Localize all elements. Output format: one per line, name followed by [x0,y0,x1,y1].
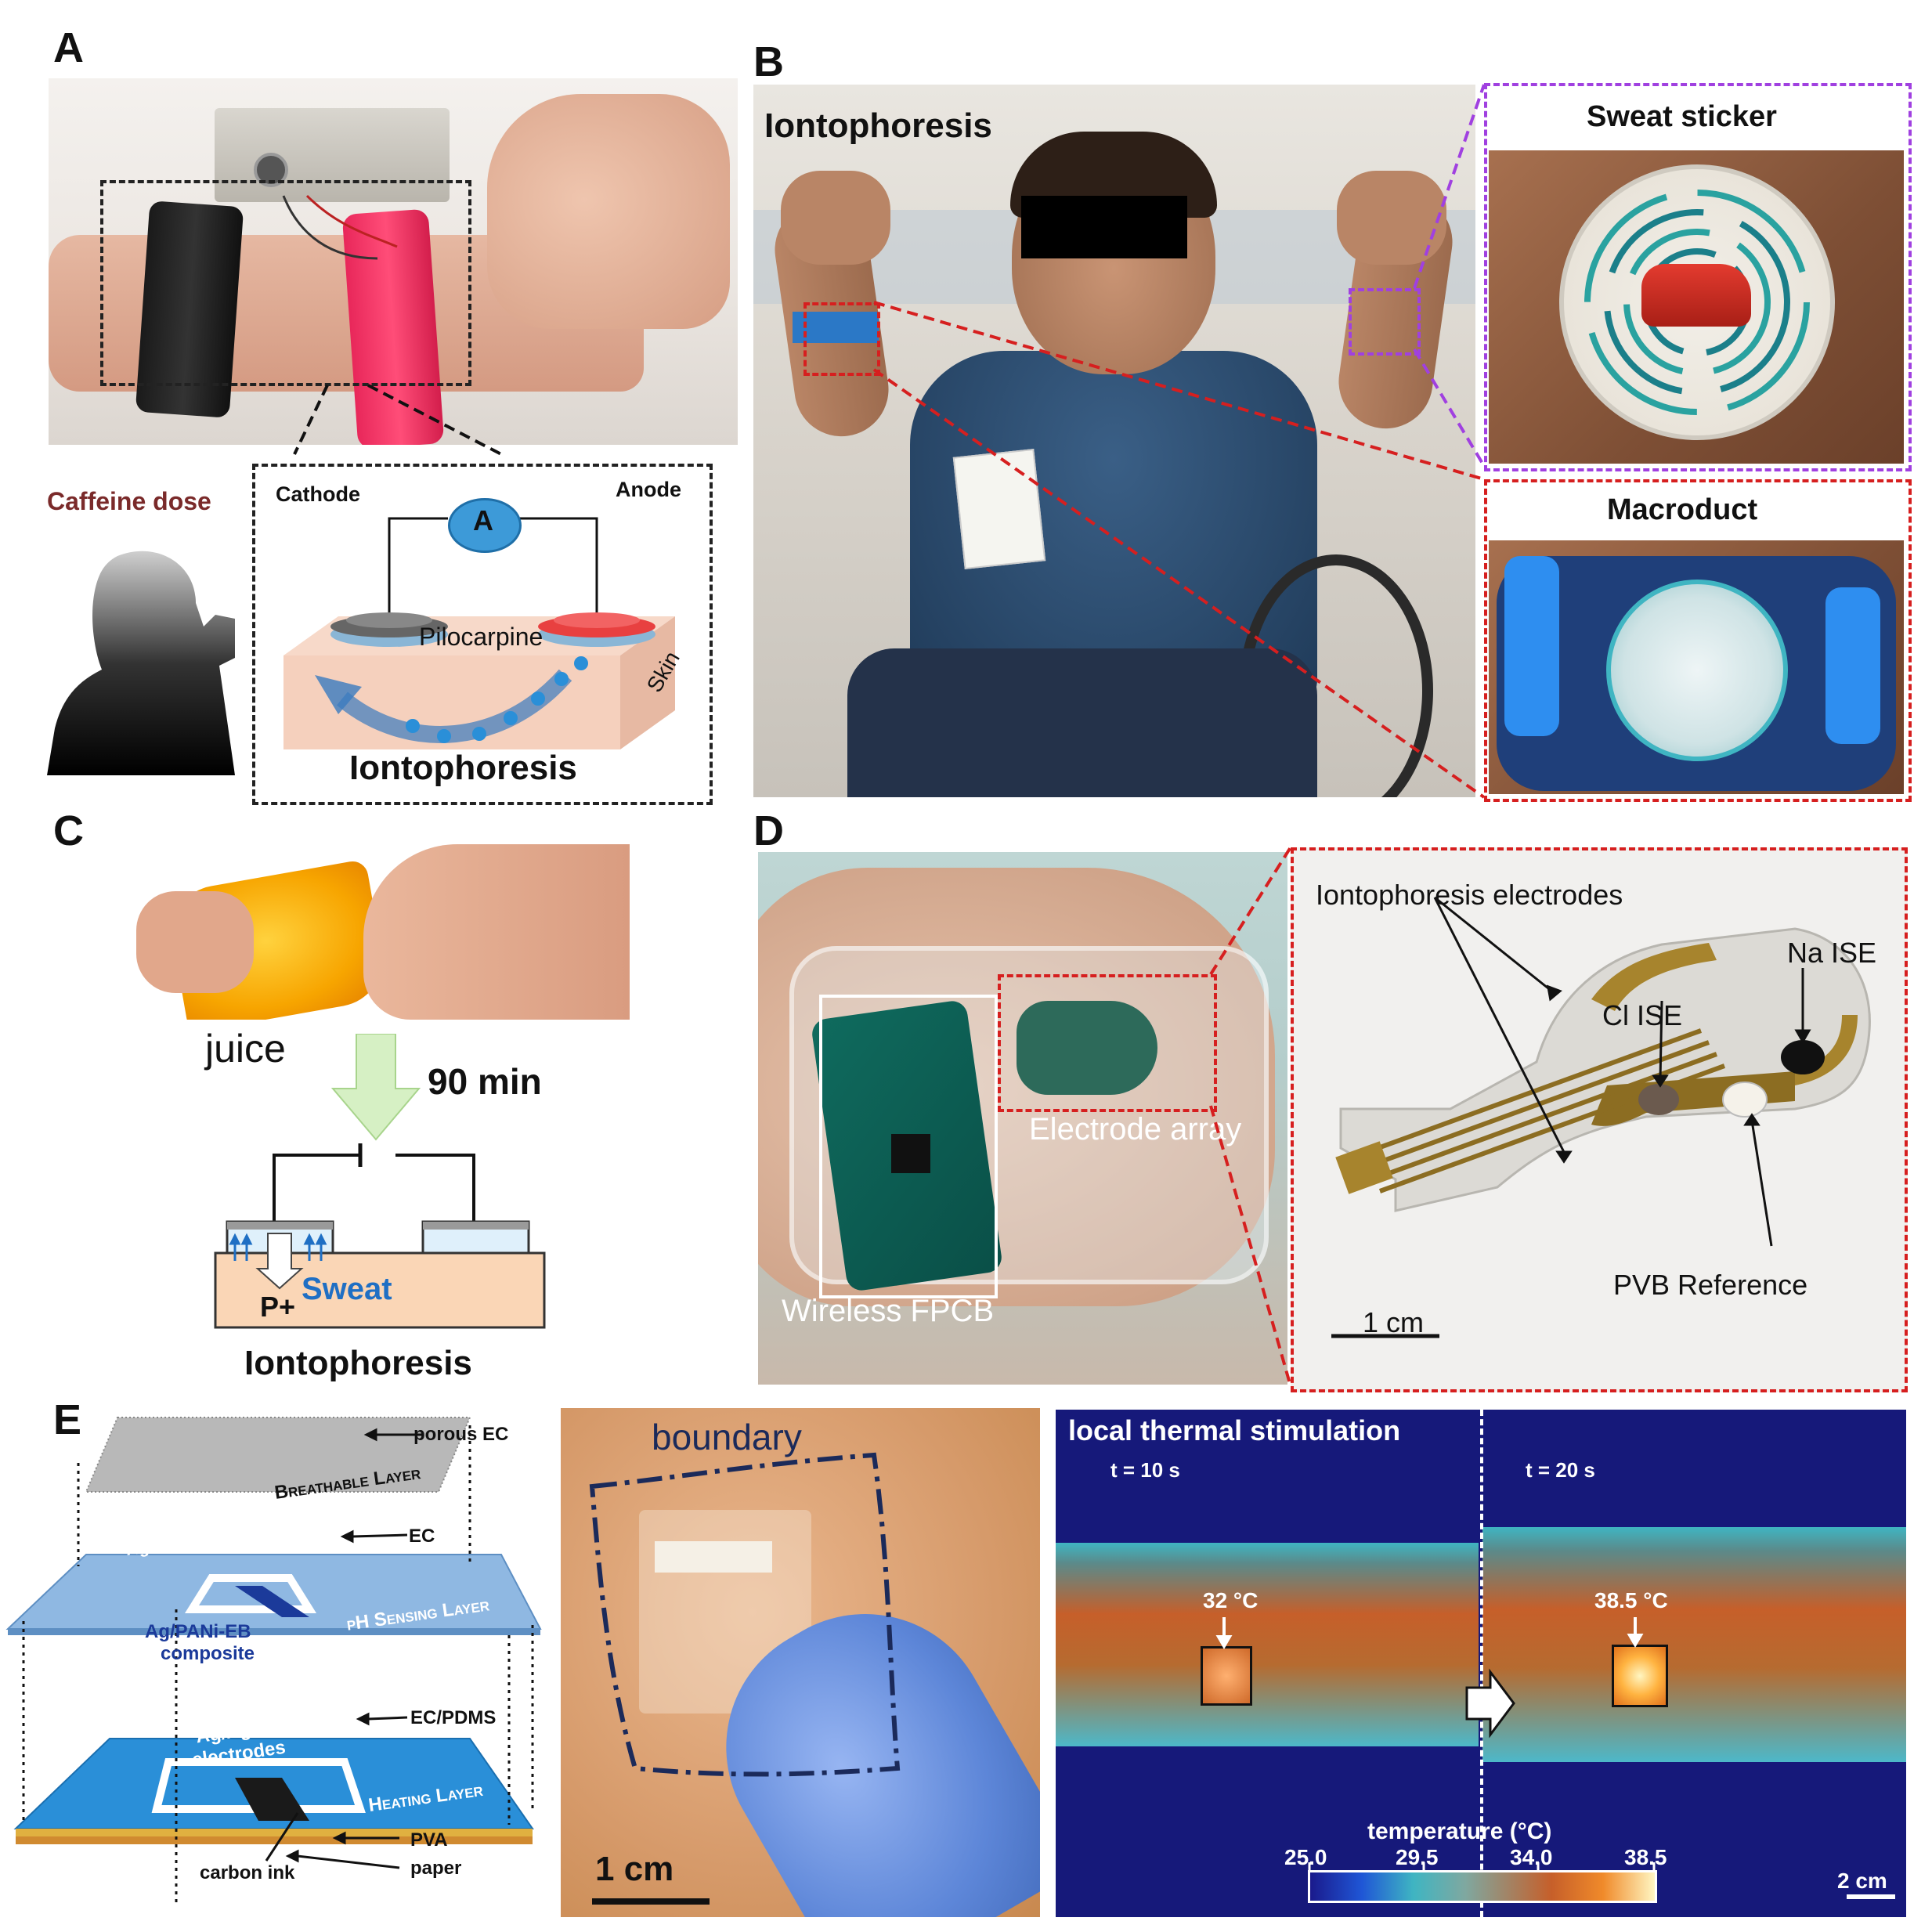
thermal-arm-left [1056,1543,1479,1746]
boundary-photo [561,1408,1040,1917]
cl-ise-dot [1638,1084,1679,1115]
iontophoresis-electrodes-label: Iontophoresis electrodes [1316,879,1623,911]
time-label: 90 min [428,1061,542,1102]
cartoon-car-sticker [1641,264,1751,327]
pvb-reference-dot [1722,1082,1768,1118]
colorbar-tick-3: 34.0 [1510,1845,1553,1869]
hand [136,891,254,993]
iontophoresis-device [215,108,450,202]
juice-label: juice [205,1027,286,1071]
macroduct-title: Macroduct [1607,493,1758,526]
electrode-array-diagram [1331,896,1871,1338]
electrode-array-box [998,974,1217,1112]
sweat-sticker-highlight-box [1349,288,1421,356]
macroduct-wristband [793,312,879,343]
panel-a-iontophoresis-label: Iontophoresis [349,749,577,787]
panel-d-wrist-photo [758,852,1287,1385]
iontophoresis-circuit [283,517,675,749]
colorbar-label: temperature (°C) [1367,1818,1552,1844]
fist [487,94,730,329]
panel-c-drinking-photo [128,844,630,1020]
wireless-fpcb-box [819,995,998,1298]
sweat-sticker-title: Sweat sticker [1587,100,1777,133]
macroduct-coil [1606,580,1788,761]
thermal-title: local thermal stimulation [1068,1414,1401,1446]
porous-ec-label: porous EC [413,1424,509,1445]
boundary-outline [589,1452,901,1905]
cathode-label: Cathode [276,482,360,506]
white-electrode-pattern [655,1541,772,1573]
layer-stack-diagram [5,1417,542,1907]
cl-ise-label: Cl ISE [1602,999,1683,1031]
panel-label-a: A [53,24,84,71]
anode-label: Anode [616,478,681,501]
wires [282,194,398,260]
na-ise-label: Na ISE [1787,937,1877,969]
caffeine-dose-label: Caffeine dose [47,487,211,515]
ag-pani-label-line1: Ag/PANi-EB [145,1621,251,1642]
macroduct-clip-right [1825,587,1880,744]
colorbar-tick-1: 25.0 [1284,1845,1327,1869]
ammeter-symbol [448,498,522,553]
panel-d-zoom-lines [1209,846,1292,1387]
iontophoresis-setup-diagram [214,1143,546,1329]
electrode-array-label: Electrode array [1029,1112,1242,1147]
panel-label-c: C [53,807,84,854]
na-ise-dot [1781,1040,1825,1074]
temperature-colorbar [1308,1870,1657,1903]
wireless-fpcb-label: Wireless FPCB [782,1294,995,1328]
macroduct-highlight-box [803,302,880,376]
panel-label-b: B [753,38,784,85]
thermal-overlays [1215,1617,1895,1899]
macroduct-clip-left [1504,556,1559,736]
pva-label: PVA [410,1829,448,1851]
panel-b-iontophoresis-label: Iontophoresis [764,107,992,145]
ag-pani-label-line2: composite [161,1643,255,1664]
temperature-readout-1: 32 °C [1203,1588,1259,1612]
panel-a-zoom-lines [293,384,502,456]
carbon-ink-label: carbon ink [200,1862,295,1883]
ec-pdms-label: EC/PDMS [410,1707,497,1728]
sweat-sticker-photo [1489,150,1904,464]
temperature-readout-2: 38.5 °C [1594,1588,1668,1612]
ec-label: EC [409,1526,435,1547]
panel-label-d: D [753,807,784,854]
pilocarpine-label: Pilocarpine [419,623,543,651]
divider-line [1480,1410,1483,1917]
drinking-person-silhouette [47,551,235,775]
microchip [891,1134,930,1173]
boundary-label: boundary [652,1417,802,1457]
time-label-t2: t = 20 s [1526,1458,1595,1482]
panel-label-e: E [53,1396,82,1443]
child-jeans [847,648,1317,797]
pvb-reference-label: PVB Reference [1613,1269,1808,1301]
electrode-patch [1017,1001,1157,1095]
green-down-arrow [330,1034,421,1141]
heater-spot-2 [1612,1645,1668,1707]
panel-a-highlight-box [100,180,471,386]
heater-spot-1 [1201,1646,1252,1706]
p-plus-label: P+ [260,1291,296,1323]
macroduct-photo [1489,540,1904,794]
time-label-t1: t = 10 s [1110,1458,1180,1482]
left-fist [781,171,890,265]
colorbar-tick-2: 29.5 [1396,1845,1439,1869]
panel-c-iontophoresis-label: Iontophoresis [244,1344,472,1382]
thermal-scale-label: 2 cm [1837,1869,1887,1893]
face-profile [363,844,630,1020]
ammeter-label: A [473,504,493,536]
sweat-label: Sweat [302,1272,392,1306]
colorbar-ticks [1308,1862,1656,1872]
thermal-image-panel [1056,1410,1906,1917]
paper-label: paper [410,1858,462,1879]
face-censor-bar [1021,196,1187,258]
colorbar-tick-4: 38.5 [1624,1845,1667,1869]
boundary-scale-label: 1 cm [595,1850,674,1888]
thermal-arm-right [1482,1527,1906,1762]
panel-b-zoom-lines [872,84,1486,799]
panel-d-scale-label: 1 cm [1363,1306,1425,1338]
